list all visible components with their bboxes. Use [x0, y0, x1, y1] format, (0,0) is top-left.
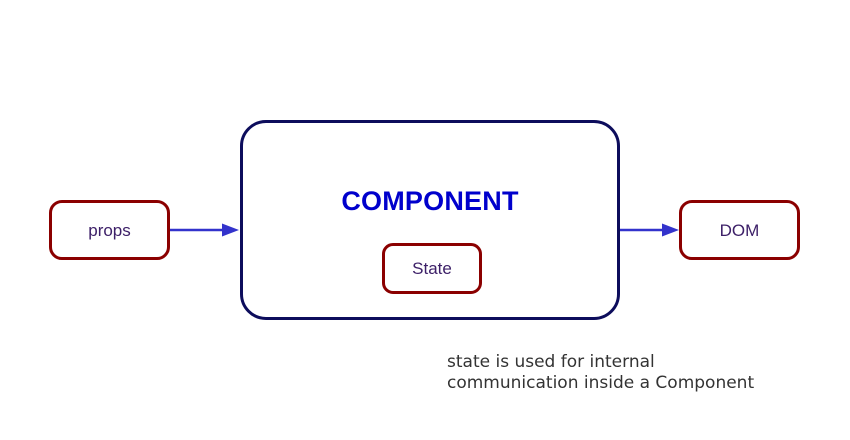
caption-line-1: state is used for internal: [447, 352, 655, 372]
node-component-label: COMPONENT: [341, 186, 519, 216]
node-dom: DOM: [679, 200, 800, 260]
arrow-props-to-component: [170, 223, 239, 237]
caption-line-2: communication inside a Component: [447, 373, 755, 393]
node-state-label: State: [412, 259, 452, 278]
node-props: props: [49, 200, 170, 260]
arrow-component-to-dom: [620, 223, 679, 237]
node-props-label: props: [88, 220, 131, 240]
node-dom-label: DOM: [719, 220, 760, 240]
diagram-caption: state is used for internal communication…: [447, 352, 787, 394]
node-component: COMPONENT State: [240, 120, 620, 320]
node-state: State: [382, 243, 482, 294]
